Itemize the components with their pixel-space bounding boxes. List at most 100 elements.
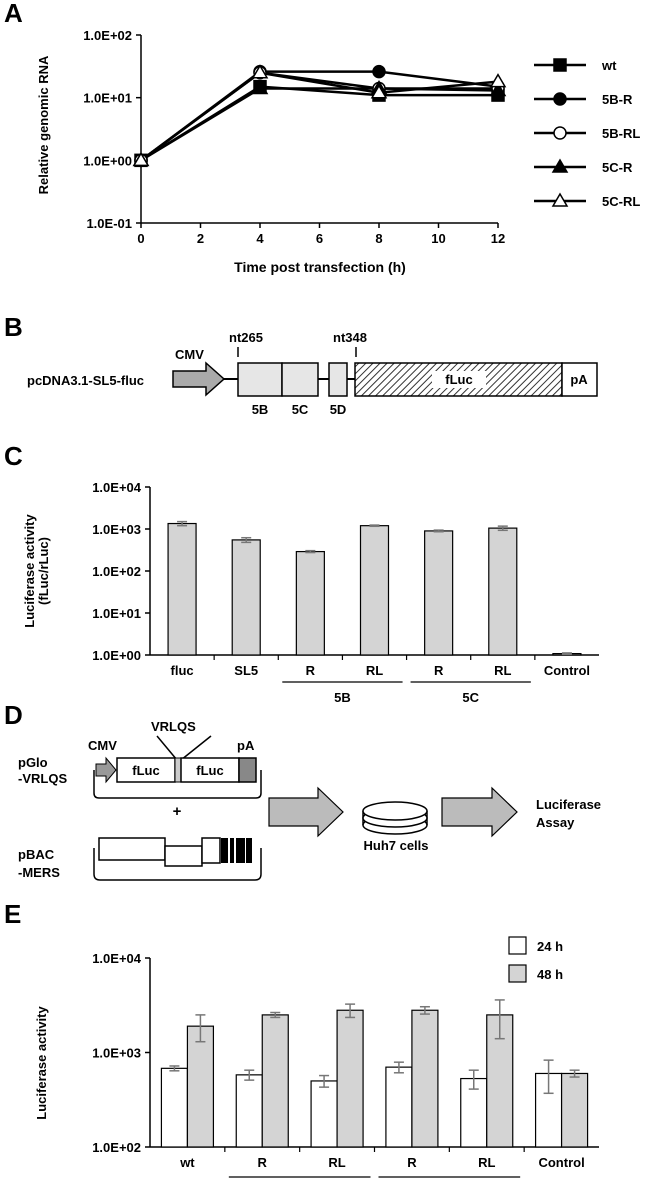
segment-5b-label: 5B [252, 402, 269, 417]
bar [385, 1066, 413, 1148]
bar [411, 1009, 439, 1148]
plus-sign: + [173, 803, 182, 820]
y-tick-label: 1.0E-01 [86, 216, 132, 231]
plasmid2-label-line2: -MERS [18, 865, 60, 880]
plasmid1-backbone [93, 770, 262, 799]
y-tick-label: 1.0E+04 [92, 480, 142, 495]
x-tick-label: R [306, 663, 316, 678]
y-tick-label: 1.0E+01 [92, 606, 141, 621]
x-tick-label: Control [538, 1155, 584, 1170]
plasmid1-pa-box [238, 757, 257, 783]
x-tick-label: RL [494, 663, 511, 678]
data-point [489, 82, 507, 97]
group-label: 5B [334, 690, 351, 705]
panel-d-letter: D [4, 700, 23, 730]
plasmid1-cmv-label: CMV [88, 738, 117, 753]
panel-a: A Relative genomic RNA Time post transfe… [4, 0, 640, 275]
plasmid2-label-line1: pBAC [18, 847, 55, 862]
x-tick-label: 0 [137, 231, 144, 246]
x-tick-label: 12 [491, 231, 505, 246]
segment-5b-box [237, 362, 283, 397]
data-point [372, 64, 386, 79]
legend-label: wt [601, 58, 617, 73]
plasmid1-label-line1: pGlo [18, 755, 48, 770]
bar [424, 530, 454, 656]
cmv-promoter-arrow [172, 361, 226, 397]
bar [167, 522, 197, 656]
plasmid1-fluc-box-2 [180, 757, 240, 783]
y-tick-label: 1.0E+04 [92, 951, 142, 966]
segment-5d-box [328, 362, 348, 397]
x-tick-label: fluc [171, 663, 194, 678]
nt348-label: nt348 [333, 330, 367, 345]
plasmid1-vrlqs-site [174, 757, 182, 783]
plasmid1-cmv-arrow [95, 756, 117, 784]
data-point [489, 73, 507, 88]
legend-label: 48 h [537, 967, 563, 982]
series-line [140, 71, 499, 162]
x-tick-label: 8 [375, 231, 382, 246]
panel-a-axes [136, 34, 499, 228]
plasmid1-fluc-label-1: fLuc [132, 763, 159, 778]
y-tick-label: 1.0E+01 [83, 91, 132, 106]
plasmid2-backbone [93, 848, 262, 881]
x-tick-label: RL [478, 1155, 495, 1170]
plasmid2-segment-5 [230, 838, 234, 863]
plasmid2-segment-3 [201, 837, 221, 864]
bar [560, 1072, 589, 1148]
y-tick-label: 1.0E+00 [92, 648, 141, 663]
plasmid2-segment-1 [98, 837, 166, 861]
y-tick-label: 1.0E+02 [83, 28, 132, 43]
bar [295, 550, 325, 656]
plasmid1-fluc-box-1 [116, 757, 176, 783]
legend-marker [551, 192, 569, 207]
polya-box [561, 362, 598, 397]
legend-marker [553, 92, 567, 106]
panel-e-letter: E [4, 899, 21, 929]
x-tick-label: 10 [431, 231, 445, 246]
flow-arrow-1 [268, 786, 344, 838]
panel-e-chart: 1.0E+021.0E+031.0E+04wtRRLRRLControl5B5C [92, 951, 599, 1178]
fluc-label-bg [432, 371, 486, 388]
x-tick-label: R [258, 1155, 268, 1170]
panel-b: B pcDNA3.1-SL5-fluc CMV nt265 nt348 5B 5… [4, 312, 598, 417]
plasmid2-segment-7 [246, 838, 252, 863]
data-point [370, 84, 388, 99]
panel-a-series [132, 64, 507, 168]
legend-label: 5B-R [602, 92, 633, 107]
x-tick-label: RL [328, 1155, 345, 1170]
y-tick-label: 1.0E+03 [92, 522, 141, 537]
legend-marker [553, 58, 567, 72]
cells-label: Huh7 cells [363, 838, 428, 853]
series-line [140, 70, 499, 162]
series-line [140, 87, 499, 162]
legend-label: 5C-RL [602, 194, 640, 209]
panel-b-letter: B [4, 312, 23, 342]
construct-label: pcDNA3.1-SL5-fluc [27, 373, 144, 388]
x-tick-label: R [434, 663, 444, 678]
x-tick-label: 4 [256, 231, 264, 246]
legend-label: 5B-RL [602, 126, 640, 141]
bar [235, 1074, 263, 1148]
assay-label-line1: Luciferase [536, 797, 601, 812]
x-tick-label: R [407, 1155, 417, 1170]
bar [359, 525, 390, 656]
panel-a-ylabel: Relative genomic RNA [36, 55, 51, 194]
vrlqs-pointer-right [180, 735, 212, 761]
fluc-label: fLuc [445, 372, 472, 387]
panel-e-legend: 24 h48 h [508, 936, 563, 983]
panel-a-letter: A [4, 0, 23, 28]
panel-a-xlabel: Time post transfection (h) [234, 259, 406, 275]
panel-d: D pGlo -VRLQS pBAC -MERS CMV VRLQS pA fL… [4, 700, 601, 881]
vrlqs-pointer-left [156, 735, 178, 761]
legend-marker [551, 158, 569, 173]
flow-arrow-2 [441, 786, 518, 838]
group-label: 5C [462, 690, 479, 705]
series-line [140, 85, 498, 162]
panel-c: C Luciferase activity (fLuc/rLuc) 1.0E+0… [4, 441, 599, 705]
bar [231, 539, 261, 656]
plasmid2-segment-2 [164, 845, 203, 867]
